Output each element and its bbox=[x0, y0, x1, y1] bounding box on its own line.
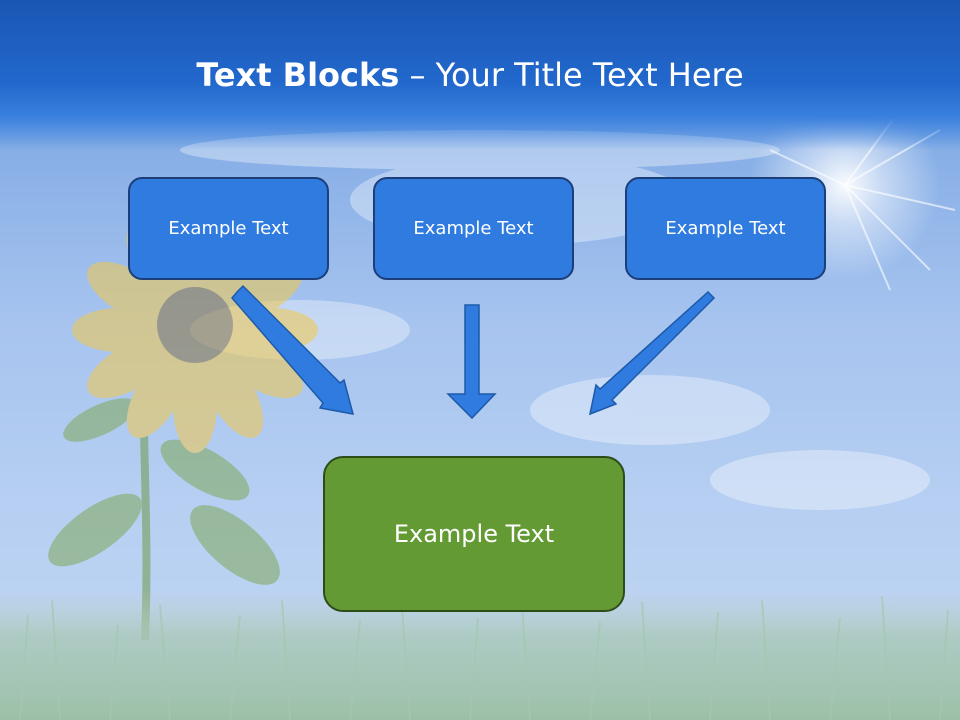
title-bold-part: Text Blocks bbox=[196, 56, 400, 94]
arrow-left-icon bbox=[231, 284, 355, 415]
slide-title: Text Blocks – Your Title Text Here bbox=[0, 56, 940, 94]
arrow-right-icon bbox=[588, 290, 716, 416]
arrow-down-icon bbox=[446, 304, 497, 420]
title-rest: Your Title Text Here bbox=[435, 56, 744, 94]
title-dash: – bbox=[399, 56, 436, 94]
text-box-1[interactable]: Example Text bbox=[128, 177, 329, 280]
title-band bbox=[0, 0, 960, 150]
text-box-2[interactable]: Example Text bbox=[373, 177, 574, 280]
text-box-3[interactable]: Example Text bbox=[625, 177, 826, 280]
result-box[interactable]: Example Text bbox=[323, 456, 625, 612]
